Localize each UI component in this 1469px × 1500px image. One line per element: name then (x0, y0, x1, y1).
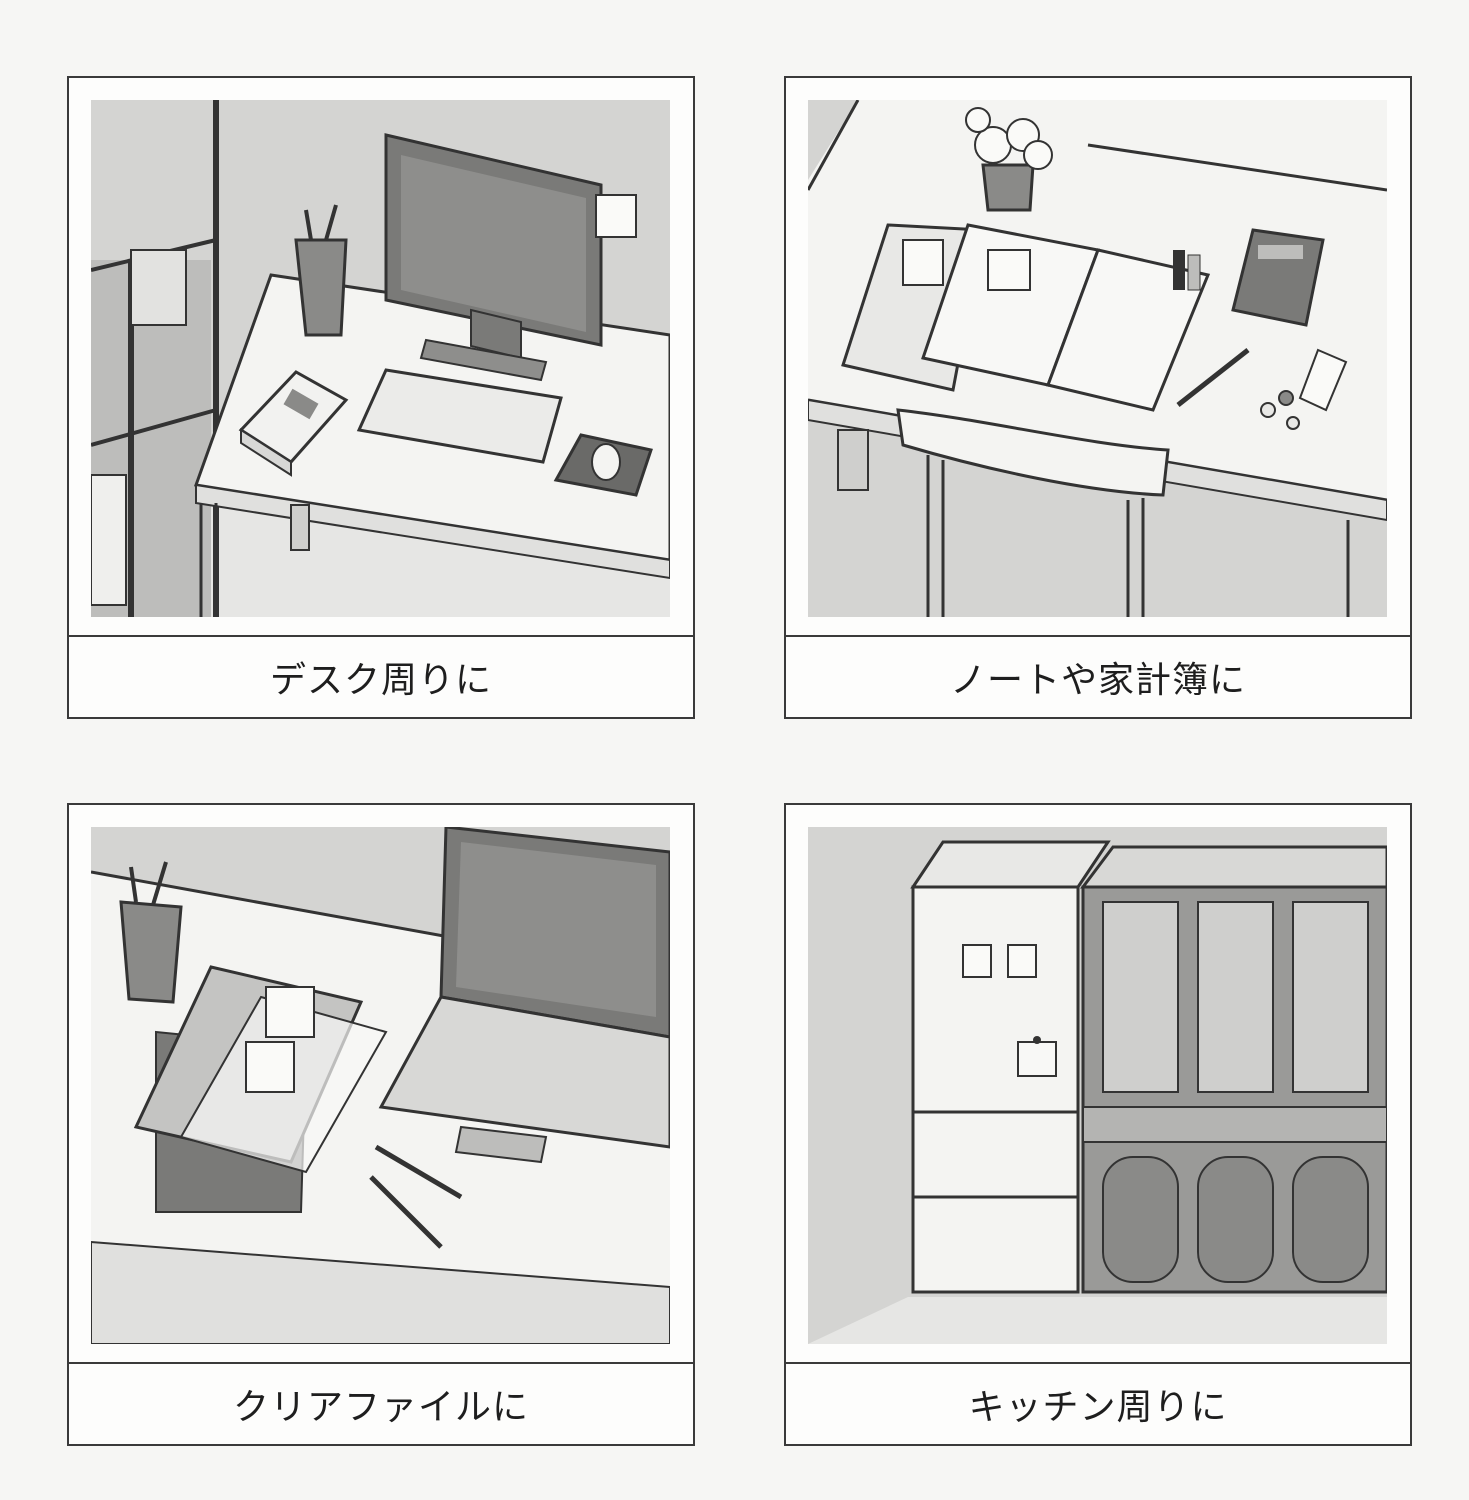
panel-notebook: ノートや家計簿に (784, 76, 1412, 719)
panel-desk: デスク周りに (67, 76, 695, 719)
pen-icon (369, 1175, 443, 1249)
books-icon (238, 370, 349, 477)
panel-clear-file: クリアファイルに (67, 803, 695, 1446)
desk-computer-scene (91, 100, 670, 617)
clear-file-laptop-scene (91, 827, 670, 1344)
keyboard-icon (356, 368, 563, 464)
panel-kitchen: キッチン周りに (784, 803, 1412, 1446)
pen-cup-icon (119, 861, 183, 1004)
calculator-icon (1231, 228, 1325, 327)
refrigerator-icon (910, 840, 1111, 1294)
pen-icon (1176, 348, 1250, 407)
flower-pot-icon (965, 107, 1053, 212)
monitor-icon (384, 133, 637, 382)
caption-desk: デスク周りに (269, 660, 492, 701)
shelf-icon (91, 100, 219, 617)
mouse-pad-icon (553, 433, 653, 497)
coins-receipt-icon (1260, 348, 1348, 430)
pen-icon (374, 1144, 463, 1200)
notebook-household-budget-scene (808, 100, 1387, 617)
caption-bar: キッチン周りに (786, 1362, 1410, 1444)
caption-kitchen: キッチン周りに (968, 1387, 1228, 1428)
caption-bar: クリアファイルに (69, 1362, 693, 1444)
caption-bar: ノートや家計簿に (786, 635, 1410, 717)
open-notebook-icon (921, 223, 1211, 412)
pen-cup-icon (294, 204, 348, 337)
clear-file-icon (133, 965, 388, 1174)
caption-clear-file: クリアファイルに (232, 1387, 529, 1428)
chair-icon (896, 408, 1170, 617)
kitchen-refrigerator-cupboard-scene (808, 827, 1387, 1344)
caption-bar: デスク周りに (69, 635, 693, 717)
laptop-icon (378, 827, 670, 1164)
caption-notebook: ノートや家計簿に (949, 660, 1246, 701)
cupboard-icon (1080, 845, 1387, 1294)
